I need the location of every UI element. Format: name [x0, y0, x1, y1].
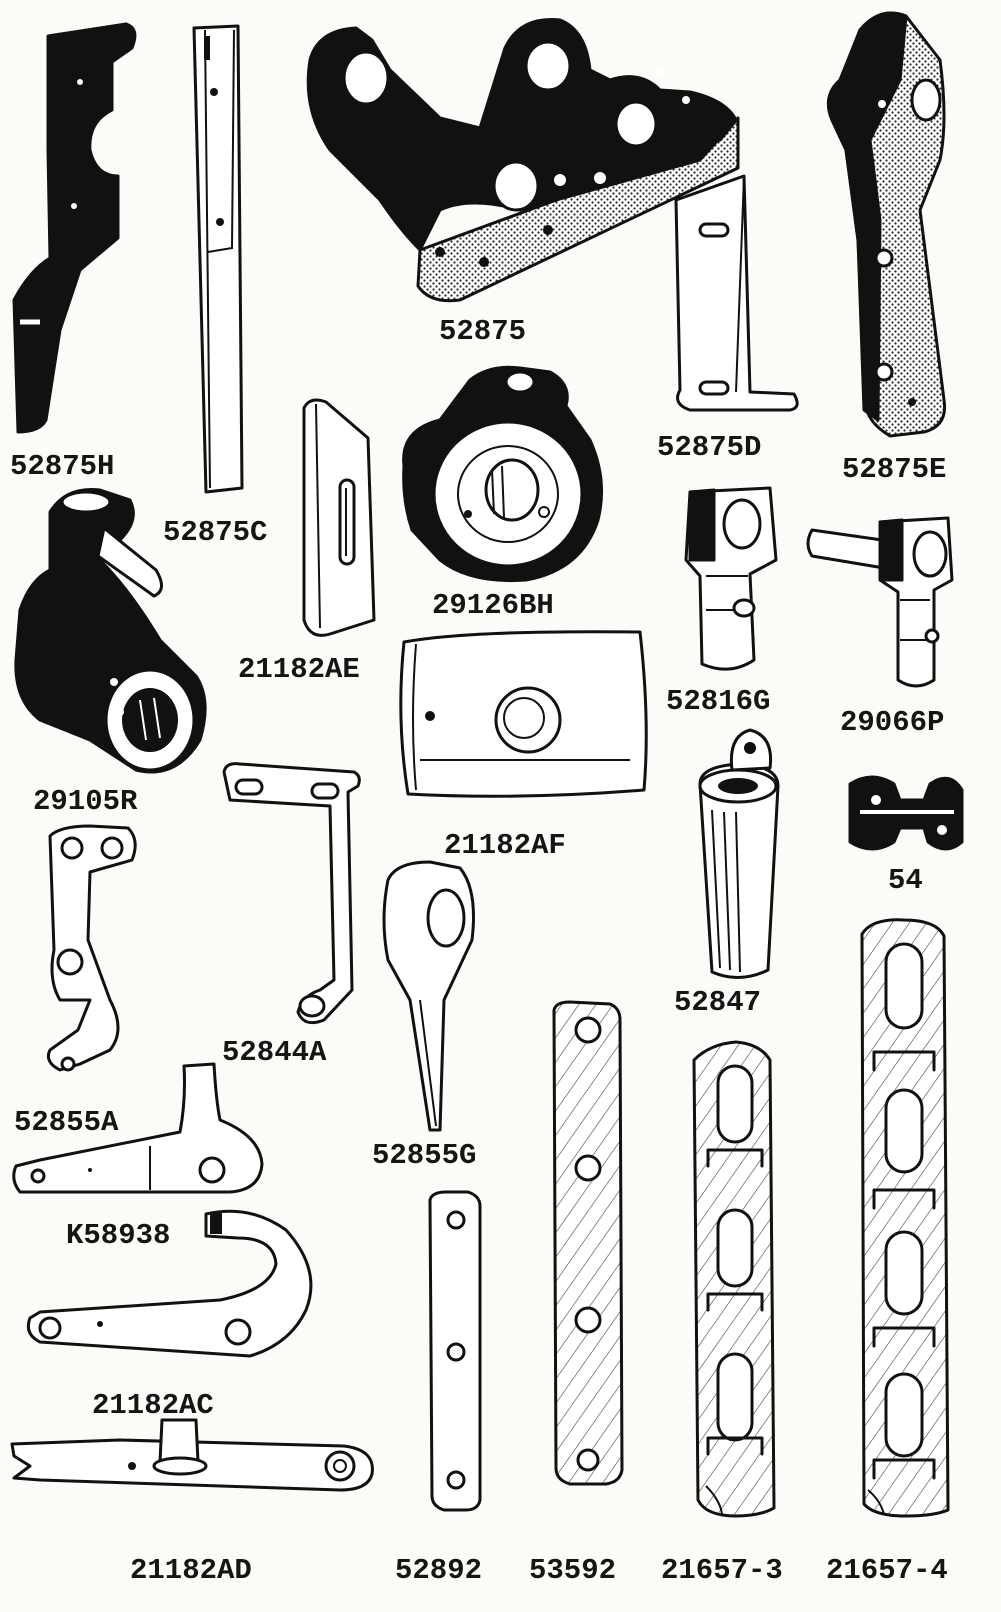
label-52875D: 52875D: [657, 431, 762, 464]
label-29126BH: 29126BH: [432, 589, 554, 622]
label-52855G: 52855G: [372, 1139, 477, 1172]
label-52875E: 52875E: [842, 453, 947, 486]
part-52875D-drawing: [674, 174, 799, 412]
part-52875-drawing: [306, 18, 740, 303]
label-52844A: 52844A: [222, 1036, 327, 1069]
part-21182AF-drawing: [399, 630, 648, 798]
part-21657-4-drawing: [860, 918, 950, 1518]
part-52855A-drawing: [46, 824, 137, 1072]
label-29066P: 29066P: [840, 706, 945, 739]
label-21182AE: 21182AE: [238, 653, 360, 686]
part-29126BH-drawing: [402, 365, 604, 583]
part-52875H-drawing: [12, 22, 137, 434]
part-29066P-drawing: [806, 516, 954, 688]
part-52875E-drawing: [826, 11, 947, 438]
label-29105R: 29105R: [33, 785, 138, 818]
label-21182AC: 21182AC: [92, 1389, 214, 1422]
label-21657-3: 21657-3: [661, 1554, 783, 1587]
label-K58938: K58938: [66, 1219, 171, 1252]
part-52816G-drawing: [684, 486, 778, 671]
part-52855G-drawing: [382, 860, 475, 1132]
label-21182AD: 21182AD: [130, 1554, 252, 1587]
label-53592: 53592: [529, 1554, 617, 1587]
label-52816G: 52816G: [666, 685, 771, 718]
part-52892-drawing: [428, 1190, 482, 1512]
part-54-drawing: [848, 775, 964, 851]
label-54: 54: [888, 864, 923, 897]
label-21182AF: 21182AF: [444, 829, 566, 862]
part-52847-drawing: [698, 728, 780, 979]
label-21657-4: 21657-4: [826, 1554, 948, 1587]
label-52847: 52847: [674, 986, 762, 1019]
label-52875H: 52875H: [10, 450, 115, 483]
part-21182AE-drawing: [302, 398, 376, 637]
part-21182AD-drawing: [10, 1418, 374, 1492]
part-21657-3-drawing: [692, 1040, 776, 1518]
label-52892: 52892: [395, 1554, 483, 1587]
label-52875: 52875: [439, 315, 527, 348]
part-52844A-drawing: [222, 762, 361, 1025]
part-52875C-drawing: [192, 24, 244, 494]
part-K58938-drawing: [12, 1062, 264, 1194]
part-21182AC-drawing: [26, 1209, 313, 1358]
part-29105R-drawing: [14, 487, 207, 774]
label-52855A: 52855A: [14, 1106, 119, 1139]
part-53592-drawing: [552, 1000, 624, 1486]
label-52875C: 52875C: [163, 516, 268, 549]
